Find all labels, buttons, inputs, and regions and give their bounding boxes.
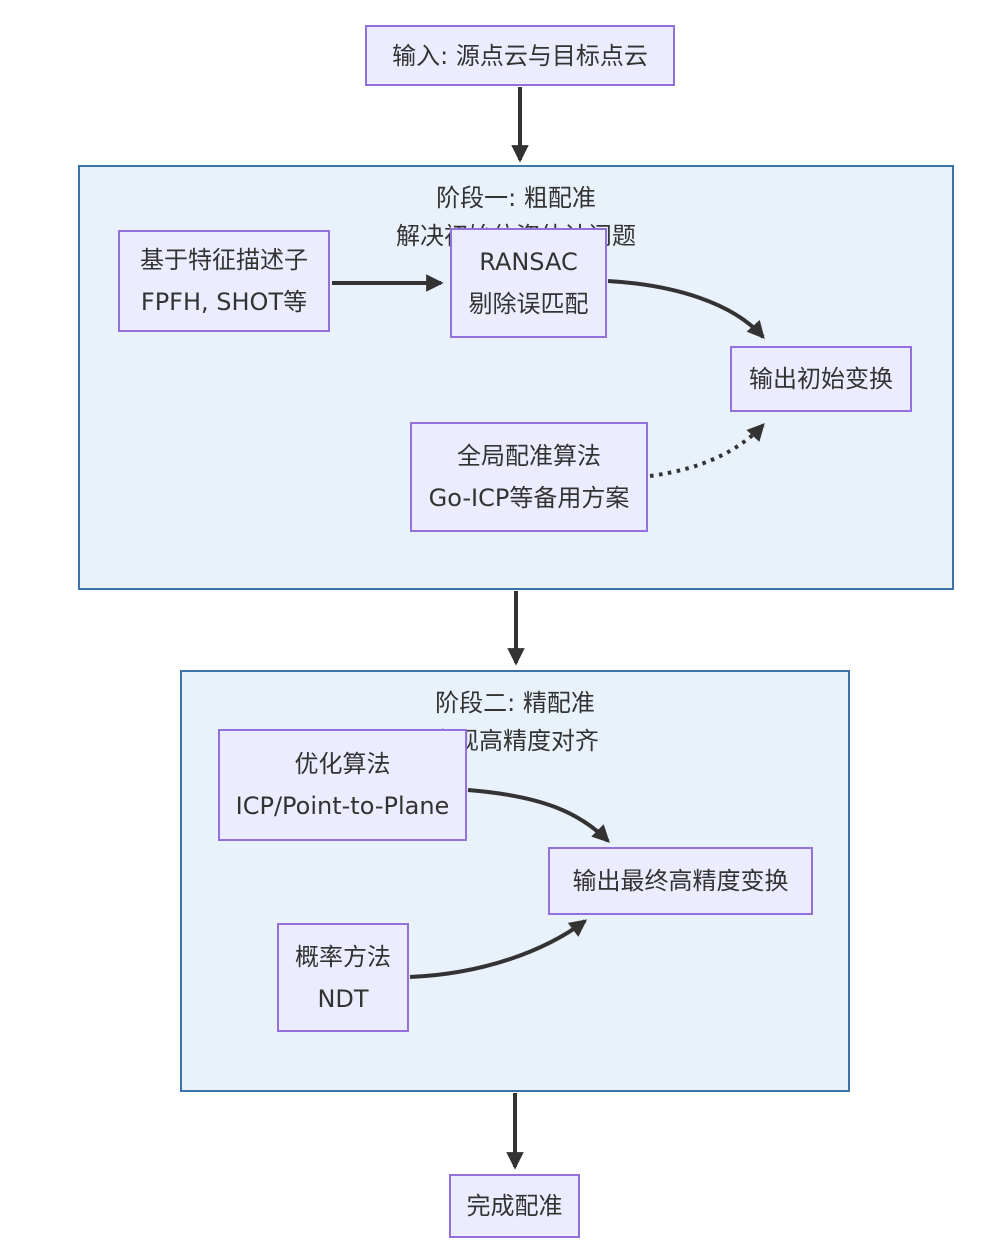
node-optimize-line1: 优化算法 <box>294 750 391 778</box>
edge-ransac-to-init-out <box>607 279 765 339</box>
node-feature-line1: 基于特征描述子 <box>140 246 308 274</box>
node-ransac-line2: 剔除误匹配 <box>468 290 589 318</box>
node-probabilistic-method: 概率方法 NDT <box>277 923 409 1032</box>
node-input-label: 输入: 源点云与目标点云 <box>392 41 648 70</box>
node-ransac-line1: RANSAC <box>479 248 578 276</box>
node-final-out-label: 输出最终高精度变换 <box>572 867 789 895</box>
node-feature-line2: FPFH, SHOT等 <box>140 288 308 316</box>
node-global-line1: 全局配准算法 <box>457 442 601 470</box>
node-feature-descriptors: 基于特征描述子 FPFH, SHOT等 <box>118 230 330 332</box>
node-init-out-label: 输出初始变换 <box>749 365 893 393</box>
node-initial-transform-output: 输出初始变换 <box>730 346 912 412</box>
node-global-registration: 全局配准算法 Go-ICP等备用方案 <box>410 422 648 532</box>
edge-optimize-to-final-out <box>467 788 610 843</box>
node-optimization-algorithm: 优化算法 ICP/Point-to-Plane <box>218 729 467 841</box>
node-registration-done: 完成配准 <box>449 1174 580 1238</box>
node-ransac: RANSAC 剔除误匹配 <box>450 228 607 338</box>
node-prob-line1: 概率方法 <box>295 942 391 971</box>
cluster-stage2-title: 阶段二: 精配准 <box>435 689 595 717</box>
edge-prob-to-final-out <box>409 919 588 979</box>
cluster-stage1-title: 阶段一: 粗配准 <box>436 184 596 212</box>
node-prob-line2: NDT <box>317 984 369 1013</box>
edge-global-to-init-out <box>649 423 765 478</box>
node-optimize-line2: ICP/Point-to-Plane <box>235 792 450 820</box>
node-global-line2: Go-ICP等备用方案 <box>428 484 630 512</box>
node-final-transform-output: 输出最终高精度变换 <box>548 847 813 915</box>
node-input-point-clouds: 输入: 源点云与目标点云 <box>365 25 675 86</box>
node-done-label: 完成配准 <box>466 1192 563 1220</box>
